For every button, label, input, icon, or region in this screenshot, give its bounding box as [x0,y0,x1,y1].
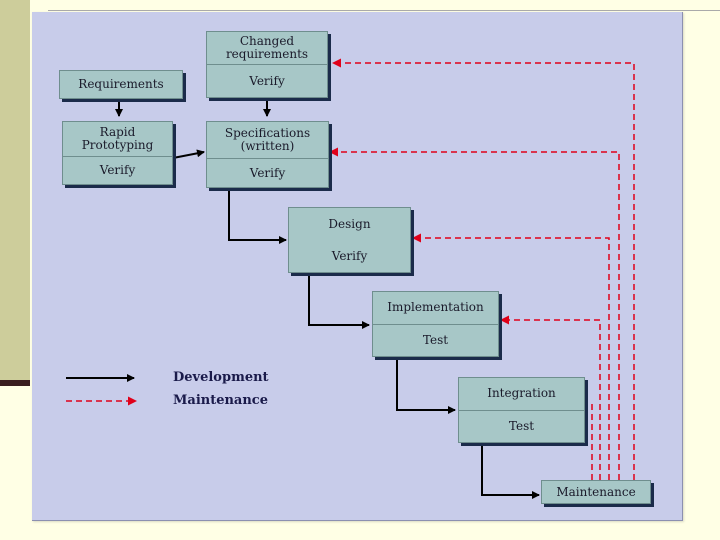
legend-maintenance-label: Maintenance [173,393,268,408]
changed-requirements-label: Changed requirements [225,34,309,61]
rapid-prototyping-box: Rapid Prototyping Verify [62,121,173,185]
top-rule [48,10,720,11]
maint-arrow-to-design [412,233,610,480]
left-decor-band [0,0,30,386]
dev-arrow-integration-to-maintenance [481,443,540,499]
maint-arrow-to-implementation [500,315,601,480]
requirements-label: Requirements [78,77,164,91]
maint-arrow-to-integration [587,403,593,480]
maintenance-box: Maintenance [541,480,651,504]
specifications-box: Specifications (written) Verify [206,121,329,188]
dev-arrow-design-to-implementation [308,273,370,329]
rapid-prototyping-verify: Verify [63,155,172,184]
integration-test: Test [459,409,584,443]
dev-arrow-prototyping-to-specifications [172,149,205,159]
design-label: Design [328,216,371,231]
changed-requirements-box: Changed requirements Verify [206,31,328,98]
maintenance-label: Maintenance [556,484,636,499]
dev-arrow-specifications-to-design [228,188,287,244]
integration-box: Integration Test [458,377,585,443]
requirements-box: Requirements [59,70,183,99]
dev-arrow-implementation-to-integration [396,357,456,414]
integration-label: Integration [487,386,556,401]
implementation-test: Test [373,323,498,357]
rapid-prototyping-label: Rapid Prototyping [81,124,154,152]
implementation-label: Implementation [387,300,484,315]
implementation-box: Implementation Test [372,291,499,357]
specifications-verify: Verify [207,158,328,187]
design-verify: Verify [331,248,368,263]
legend-development-label: Development [173,370,269,385]
maint-arrow-to-specifications [329,147,620,480]
left-decor-bar [0,380,30,386]
design-box: Design Verify [288,207,411,273]
specifications-label: Specifications (written) [224,126,311,154]
changed-requirements-verify: Verify [207,64,327,97]
